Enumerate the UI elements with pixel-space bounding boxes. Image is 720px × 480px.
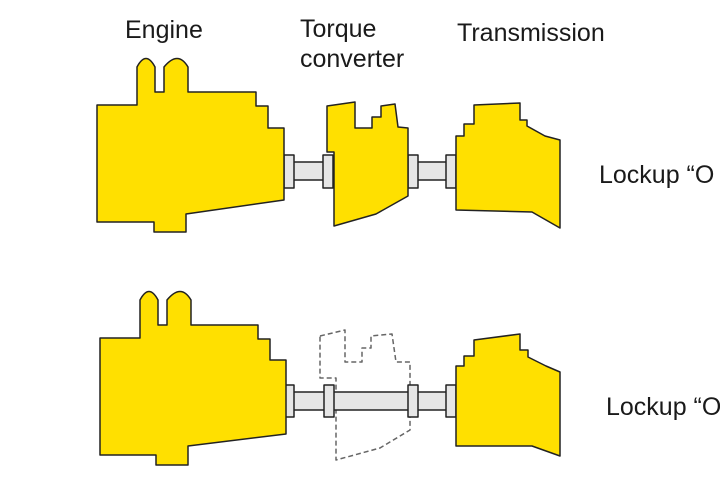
bottom-flange-3 xyxy=(407,384,419,418)
torque-label-line1: Torque xyxy=(300,15,377,43)
top-torque-converter xyxy=(326,101,409,227)
top-drivetrain xyxy=(96,57,561,233)
bottom-torque-converter-bypassed xyxy=(319,329,411,461)
lockup-on-label: Lockup “O xyxy=(606,393,720,421)
bottom-flange-2 xyxy=(323,384,335,418)
bottom-transmission xyxy=(455,333,561,457)
top-flange-2 xyxy=(322,154,334,189)
top-flange-1 xyxy=(283,154,295,189)
top-transmission xyxy=(455,102,561,229)
bottom-drivetrain xyxy=(99,290,561,466)
bottom-lockup-shaft xyxy=(283,391,457,411)
lockup-off-label: Lockup “O xyxy=(599,161,715,189)
torque-converter-label: Torque converter xyxy=(300,14,404,74)
torque-label-line2: converter xyxy=(300,45,405,73)
top-flange-4 xyxy=(445,154,457,189)
top-flange-3 xyxy=(407,154,419,189)
bottom-flange-4 xyxy=(445,384,457,418)
engine-label: Engine xyxy=(125,16,203,44)
bottom-engine xyxy=(99,290,287,466)
top-engine xyxy=(96,57,285,233)
transmission-label: Transmission xyxy=(457,19,605,47)
